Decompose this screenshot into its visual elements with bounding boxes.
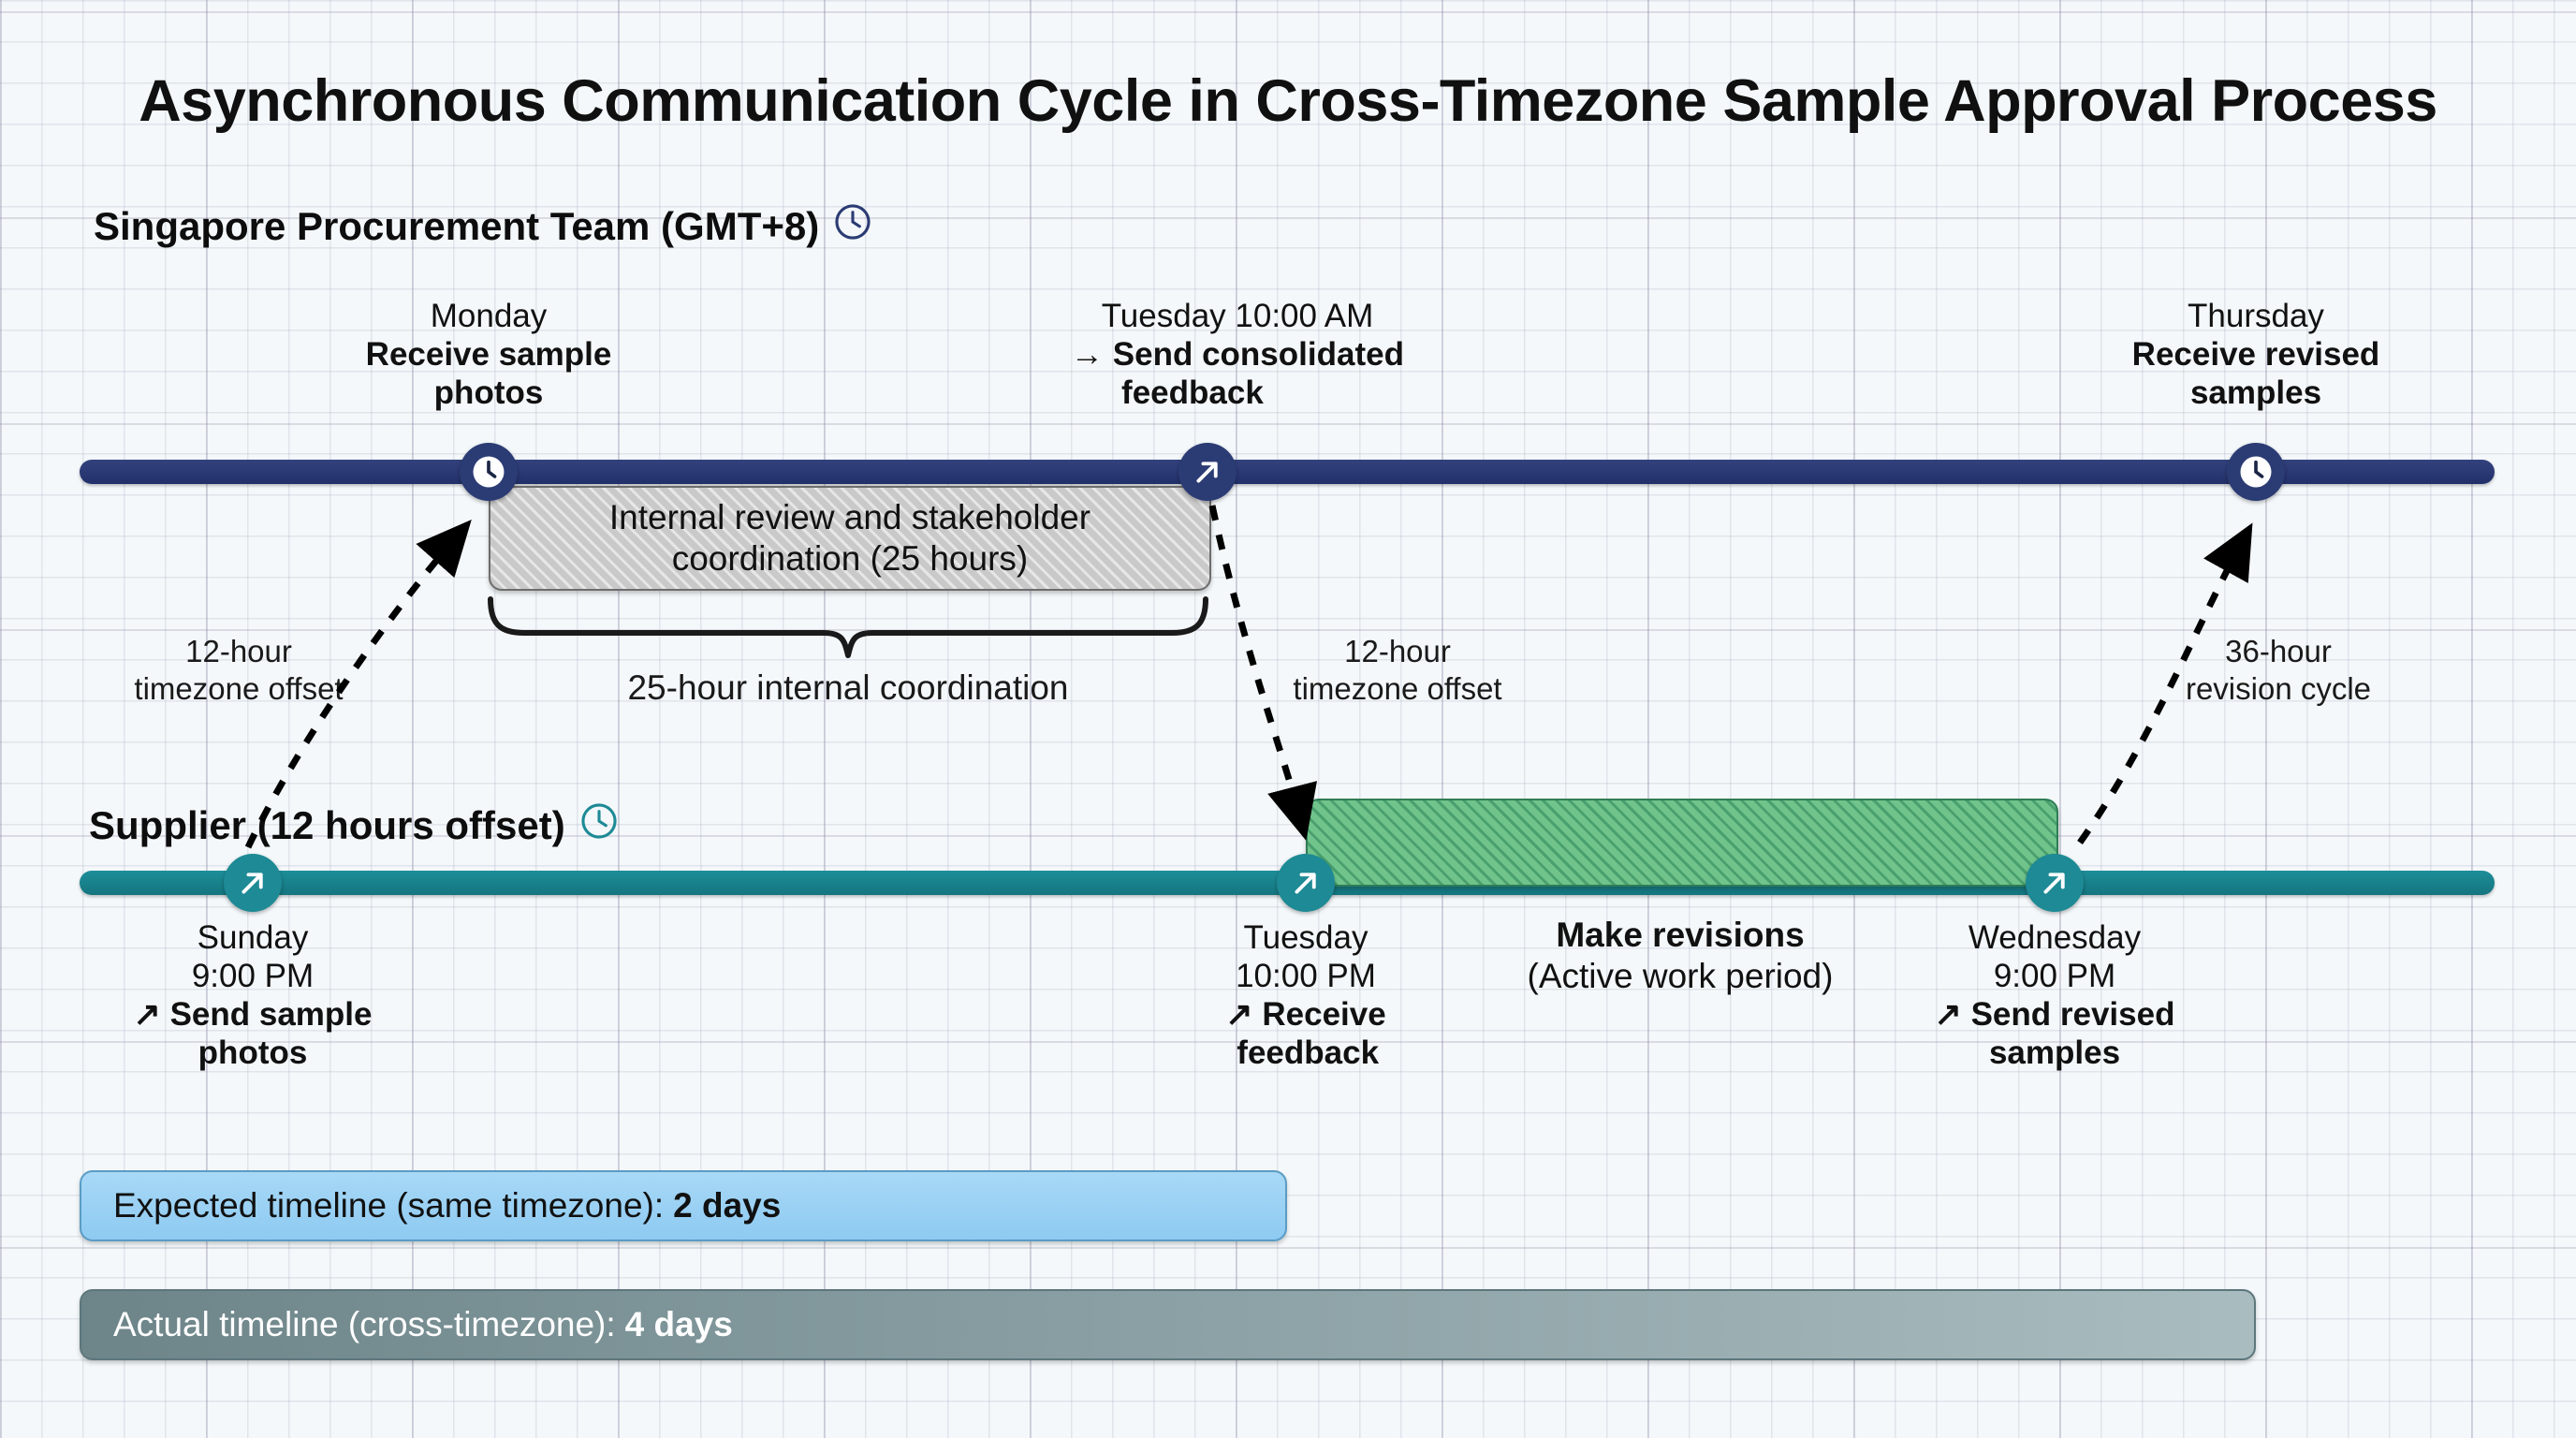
summary-bar-expected: Expected timeline (same timezone):2 days	[80, 1170, 1287, 1241]
milestone-node-tuesday-am[interactable]	[1178, 443, 1237, 501]
note-mid-line1: 12-hour	[1344, 634, 1451, 668]
event-time-tuesday-pm: 10:00 PM	[1236, 957, 1376, 994]
event-action-text-tuesday-pm: Receive	[1262, 995, 1386, 1033]
event-action2-thursday: samples	[2189, 374, 2322, 411]
lane-label-singapore-text: Singapore Procurement Team (GMT+8)	[94, 204, 820, 248]
event-action-tuesday-pm: ↗ Receive	[1225, 996, 1385, 1034]
event-action-thursday: Receive revised	[2131, 335, 2380, 373]
arrow-up-right-icon	[233, 863, 272, 902]
milestone-node-tuesday-pm[interactable]	[1277, 854, 1335, 912]
event-day-wednesday: Wednesday	[1968, 919, 2142, 956]
arrow-up-right-icon	[2035, 863, 2074, 902]
lane-label-singapore: Singapore Procurement Team (GMT+8)	[94, 201, 873, 252]
event-action-sunday: ↗ Send sample	[134, 996, 373, 1034]
arrow-up-right-glyph: ↗	[1225, 995, 1253, 1033]
summary-value-actual: 4 days	[624, 1305, 733, 1343]
note-timezone-offset-mid: 12-hour timezone offset	[1293, 633, 1501, 707]
event-label-wednesday: Wednesday 9:00 PM ↗ Send revised samples	[1935, 919, 2175, 1073]
arrow-up-right-icon	[1286, 863, 1325, 902]
milestone-node-thursday[interactable]	[2227, 443, 2285, 501]
clock-icon	[578, 800, 620, 851]
activity-internal-line2: coordination (25 hours)	[671, 539, 1029, 578]
activity-box-make-revisions	[1306, 799, 2058, 887]
activity-label-make-revisions: Make revisions (Active work period)	[1528, 915, 1834, 998]
event-action2-tuesday-pm: feedback	[1237, 1034, 1380, 1071]
note-left-line1: 12-hour	[185, 634, 292, 668]
event-label-sunday: Sunday 9:00 PM ↗ Send sample photos	[134, 919, 373, 1073]
milestone-node-wednesday[interactable]	[2026, 854, 2084, 912]
summary-label-actual: Actual timeline (cross-timezone):	[113, 1305, 616, 1343]
arrow-up-right-icon	[1188, 452, 1227, 492]
activity-revisions-line2: (Active work period)	[1527, 957, 1834, 996]
event-action2-sunday: photos	[198, 1034, 308, 1071]
activity-box-internal-review: Internal review and stakeholder coordina…	[489, 486, 1211, 591]
event-day-sunday: Sunday	[197, 919, 309, 956]
arrow-up-right-glyph: ↗	[133, 995, 161, 1033]
milestone-node-monday[interactable]	[460, 443, 518, 501]
summary-bar-actual: Actual timeline (cross-timezone):4 days	[80, 1289, 2256, 1360]
page-title: Asynchronous Communication Cycle in Cros…	[139, 68, 2437, 134]
brace-label-internal: 25-hour internal coordination	[627, 668, 1069, 707]
event-action-text-sunday: Send sample	[169, 995, 373, 1033]
event-label-monday: Monday Receive sample photos	[366, 298, 612, 413]
event-action-tuesday-am: → Send consolidated	[1071, 336, 1404, 374]
lane-label-supplier-text: Supplier (12 hours offset)	[89, 803, 565, 847]
event-day-monday: Monday	[430, 298, 548, 334]
event-label-tuesday-pm: Tuesday 10:00 PM ↗ Receive feedback	[1225, 919, 1385, 1073]
event-action2-monday: photos	[433, 374, 544, 411]
connector-tuesday-am-to-pm	[1208, 505, 1318, 841]
arrow-up-right-glyph: ↗	[1934, 995, 1962, 1033]
event-time-wednesday: 9:00 PM	[1993, 957, 2116, 994]
event-label-thursday: Thursday Receive revised samples	[2132, 298, 2380, 413]
summary-value-expected: 2 days	[673, 1186, 782, 1225]
note-mid-line2: timezone offset	[1293, 670, 1502, 706]
event-action2-tuesday-am: feedback	[1121, 374, 1264, 411]
event-day-thursday: Thursday	[2188, 298, 2324, 334]
timeline-axis-singapore	[80, 460, 2495, 484]
event-day-tuesday-am: Tuesday 10:00 AM	[1101, 298, 1374, 334]
brace-internal-coordination	[488, 596, 1208, 658]
activity-internal-line1: Internal review and stakeholder	[608, 497, 1091, 536]
milestone-node-sunday[interactable]	[224, 854, 282, 912]
note-right-line2: revision cycle	[2185, 670, 2372, 706]
lane-label-supplier: Supplier (12 hours offset)	[89, 800, 620, 851]
clock-icon	[467, 450, 510, 493]
event-action-monday: Receive sample	[365, 335, 612, 373]
note-timezone-offset-left: 12-hour timezone offset	[134, 633, 343, 707]
summary-label-expected: Expected timeline (same timezone):	[113, 1186, 665, 1225]
note-left-line2: timezone offset	[134, 670, 344, 706]
event-action2-wednesday: samples	[1988, 1034, 2121, 1071]
event-action-text-tuesday-am: Send consolidated	[1112, 335, 1404, 373]
event-time-sunday: 9:00 PM	[191, 957, 315, 994]
note-right-line1: 36-hour	[2225, 634, 2332, 668]
event-day-tuesday-pm: Tuesday	[1243, 919, 1368, 956]
clock-icon	[832, 201, 873, 252]
event-action-wednesday: ↗ Send revised	[1935, 996, 2175, 1034]
event-label-tuesday-am: Tuesday 10:00 AM → Send consolidated fee…	[1071, 298, 1404, 413]
clock-icon	[2234, 450, 2277, 493]
arrow-right-glyph: →	[1071, 335, 1105, 373]
event-action-text-wednesday: Send revised	[1970, 995, 2175, 1033]
note-revision-cycle: 36-hour revision cycle	[2186, 633, 2371, 707]
activity-revisions-line1: Make revisions	[1556, 916, 1805, 954]
